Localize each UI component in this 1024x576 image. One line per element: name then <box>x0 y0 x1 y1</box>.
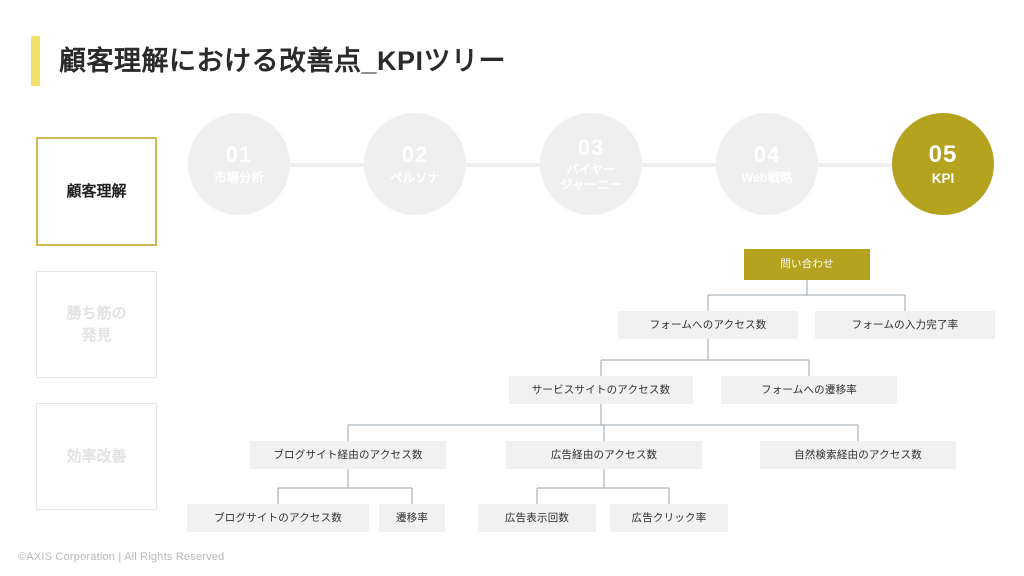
phase-item-customer-understanding[interactable]: 顧客理解 <box>36 137 157 246</box>
kpi-node-blog-referral-access[interactable]: ブログサイト経由のアクセス数 <box>250 441 446 469</box>
phase-label-line2: 発見 <box>81 326 112 344</box>
step-caption-line1: バイヤー <box>566 163 616 178</box>
kpi-node-form-access[interactable]: フォームへのアクセス数 <box>618 311 798 339</box>
step-circle-03[interactable]: 03 バイヤー ジャーニー <box>540 113 642 215</box>
phase-item-efficiency-improvement[interactable]: 効率改善 <box>36 403 157 510</box>
step-caption: Web戦略 <box>741 170 793 185</box>
step-number: 05 <box>928 140 958 168</box>
kpi-node-transition-rate[interactable]: 遷移率 <box>379 504 445 532</box>
phase-label-line1: 勝ち筋の <box>66 304 127 322</box>
phase-item-winning-strategy[interactable]: 勝ち筋の 発見 <box>36 271 157 378</box>
step-caption: 市場分析 <box>213 170 264 185</box>
step-circle-05[interactable]: 05 KPI <box>892 113 994 215</box>
kpi-node-ad-click-rate[interactable]: 広告クリック率 <box>610 504 728 532</box>
title-accent-bar <box>31 36 40 86</box>
kpi-node-form-transition-rate[interactable]: フォームへの遷移率 <box>721 376 897 404</box>
footer-copyright: ©AXIS Corporation | All Rights Reserved <box>18 551 225 563</box>
step-circle-02[interactable]: 02 ペルソナ <box>364 113 466 215</box>
step-circle-01[interactable]: 01 市場分析 <box>188 113 290 215</box>
kpi-node-organic-search-access[interactable]: 自然検索経由のアクセス数 <box>760 441 956 469</box>
step-caption: バイヤー ジャーニー <box>560 163 622 193</box>
step-number: 02 <box>401 142 429 168</box>
step-caption: ペルソナ <box>389 170 440 185</box>
step-number: 03 <box>577 134 605 160</box>
step-caption-line2: ジャーニー <box>560 178 622 193</box>
step-caption: KPI <box>931 171 955 187</box>
step-number: 01 <box>225 142 253 168</box>
page-title: 顧客理解における改善点_KPIツリー <box>31 36 506 86</box>
kpi-node-ad-referral-access[interactable]: 広告経由のアクセス数 <box>506 441 702 469</box>
kpi-node-root[interactable]: 問い合わせ <box>744 249 870 280</box>
kpi-node-form-completion-rate[interactable]: フォームの入力完了率 <box>815 311 995 339</box>
kpi-node-ad-impressions[interactable]: 広告表示回数 <box>478 504 596 532</box>
page-title-text: 顧客理解における改善点_KPIツリー <box>59 45 507 76</box>
phase-label: 勝ち筋の 発見 <box>66 303 126 347</box>
step-number: 04 <box>753 142 781 168</box>
step-progress: 01 市場分析 02 ペルソナ 03 バイヤー ジャーニー 04 Web戦略 0… <box>188 113 994 215</box>
kpi-node-blog-site-access[interactable]: ブログサイトのアクセス数 <box>187 504 369 532</box>
kpi-node-service-site-access[interactable]: サービスサイトのアクセス数 <box>509 376 693 404</box>
phase-label: 効率改善 <box>66 447 127 465</box>
phase-label: 顧客理解 <box>66 182 127 200</box>
step-circle-04[interactable]: 04 Web戦略 <box>716 113 818 215</box>
